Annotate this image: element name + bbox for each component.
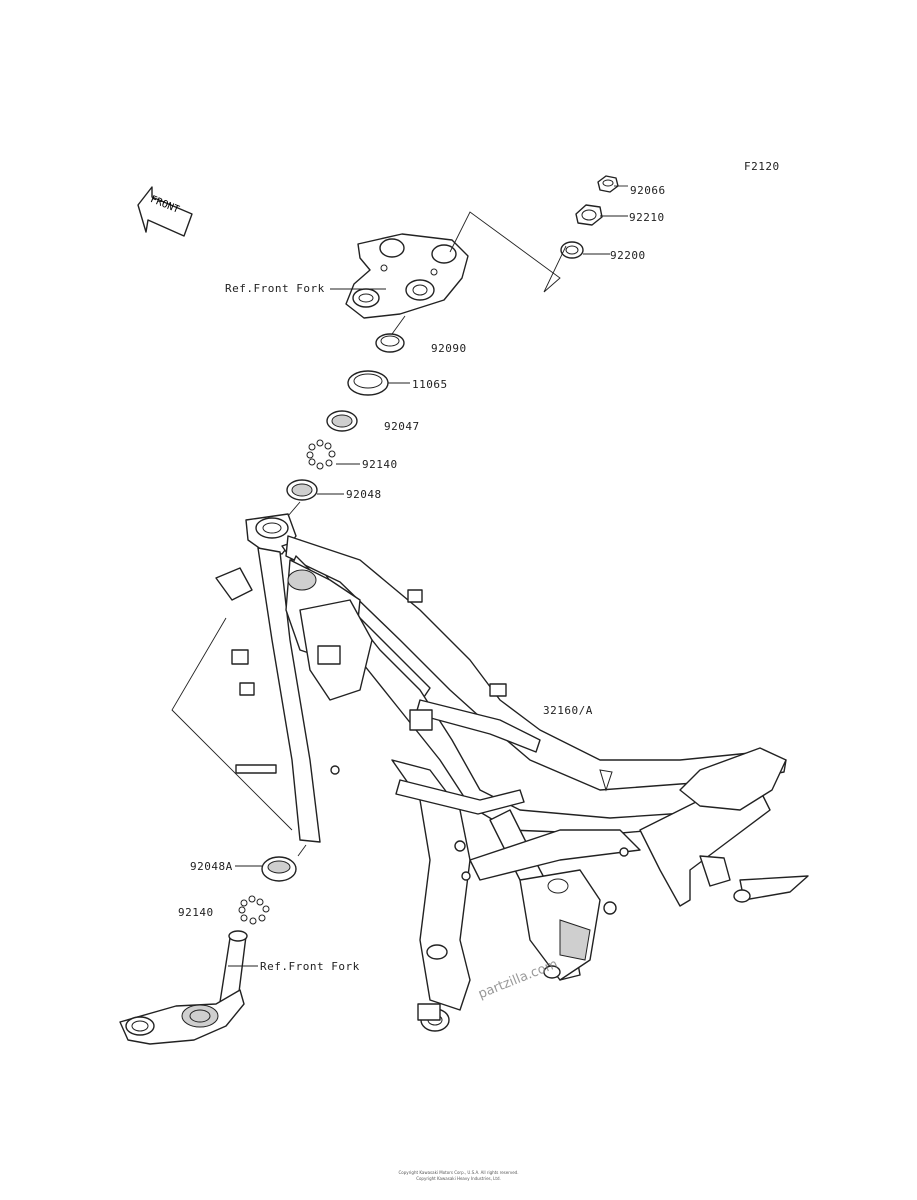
callout-92066[interactable]: 92066 bbox=[630, 184, 666, 197]
steel-balls-92140-bottom-part bbox=[238, 895, 270, 925]
leader-lines bbox=[171, 185, 628, 967]
callout-11065[interactable]: 11065 bbox=[412, 378, 448, 391]
callout-92200[interactable]: 92200 bbox=[610, 249, 646, 262]
callout-92140-top[interactable]: 92140 bbox=[362, 458, 398, 471]
footer-copyright-line1: Copyright Kawasaki Motors Corp., U.S.A. … bbox=[398, 1170, 519, 1175]
callout-92140-bottom[interactable]: 92140 bbox=[178, 906, 214, 919]
diagram-code-label: F2120 bbox=[744, 160, 780, 173]
race-92047-part bbox=[326, 410, 358, 432]
callout-32160A[interactable]: 32160/A bbox=[543, 704, 593, 717]
front-direction-arrow-icon: FRONT bbox=[137, 186, 193, 237]
washer-92200-part bbox=[560, 241, 584, 259]
callout-92090[interactable]: 92090 bbox=[431, 342, 467, 355]
steering-stem-lower-clamp-part bbox=[119, 930, 248, 1045]
callout-92210[interactable]: 92210 bbox=[629, 211, 665, 224]
callout-ref-front-fork-bottom[interactable]: Ref.Front Fork bbox=[260, 960, 360, 973]
cap-11065-part bbox=[347, 370, 389, 396]
upper-triple-clamp-part bbox=[345, 233, 469, 319]
footer-copyright-line2: Copyright Kawasaki Heavy Industries, Ltd… bbox=[416, 1176, 501, 1181]
callout-92048[interactable]: 92048 bbox=[346, 488, 382, 501]
seal-92090-part bbox=[375, 333, 405, 353]
frame-32160A-part bbox=[215, 513, 809, 1032]
race-92048A-part bbox=[261, 856, 297, 882]
nut-92066-part bbox=[597, 175, 619, 193]
callout-92048A[interactable]: 92048A bbox=[190, 860, 233, 873]
callout-92047[interactable]: 92047 bbox=[384, 420, 420, 433]
steel-balls-92140-top-part bbox=[306, 439, 336, 470]
callout-ref-front-fork-top[interactable]: Ref.Front Fork bbox=[225, 282, 325, 295]
race-92048-part bbox=[286, 479, 318, 501]
nut-92210-part bbox=[575, 204, 603, 226]
